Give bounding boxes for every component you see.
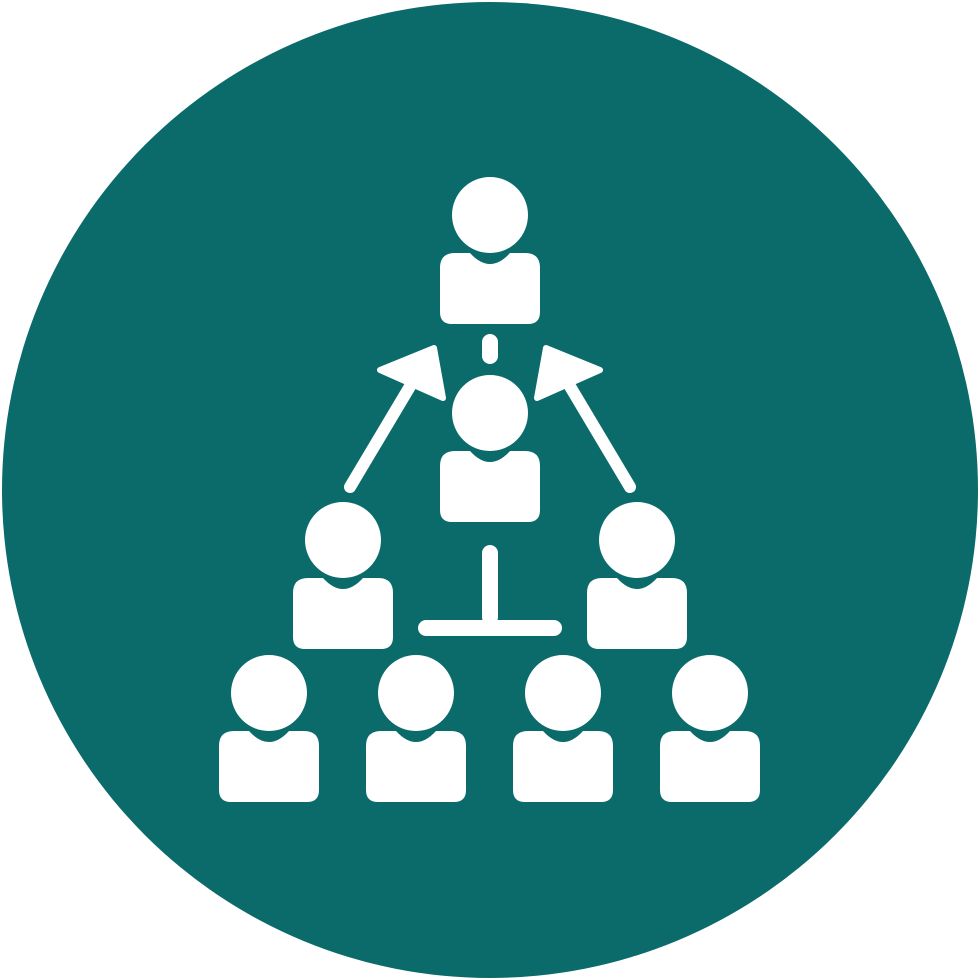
person-icon — [366, 655, 466, 802]
person-icon — [293, 502, 393, 649]
connector-line — [482, 334, 498, 364]
arrow-up-left-icon — [344, 345, 446, 493]
arrow-up-right-icon — [534, 345, 636, 493]
person-icon — [440, 375, 540, 522]
person-icon — [587, 502, 687, 649]
person-icon — [440, 177, 540, 324]
person-icon — [513, 655, 613, 802]
connector-line — [418, 545, 562, 636]
person-icon — [660, 655, 760, 802]
foreground-group — [219, 177, 760, 802]
person-icon — [219, 655, 319, 802]
